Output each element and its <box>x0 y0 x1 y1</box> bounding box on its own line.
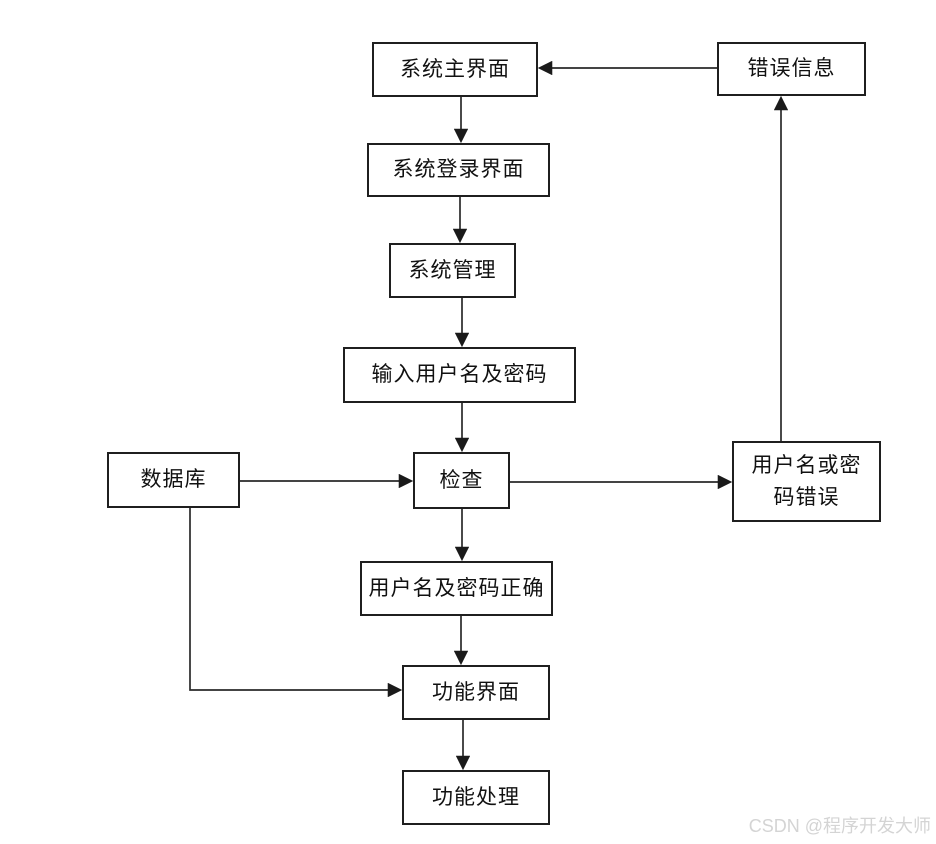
flow-node-db: 数据库 <box>107 452 240 508</box>
flow-node-manage: 系统管理 <box>389 243 516 298</box>
flow-node-label-correct: 用户名及密码正确 <box>368 576 545 600</box>
flow-node-label-login: 系统登录界面 <box>392 158 525 182</box>
watermark: CSDN @程序开发大师 <box>748 816 931 836</box>
flow-node-funcui: 功能界面 <box>402 665 550 720</box>
flow-node-correct: 用户名及密码正确 <box>360 561 553 616</box>
flow-node-label-error: 错误信息 <box>747 57 836 81</box>
flow-node-label-manage: 系统管理 <box>408 258 497 282</box>
flow-node-label-main: 系统主界面 <box>400 57 510 81</box>
flow-node-login: 系统登录界面 <box>367 143 550 197</box>
flow-edge-db-to-funcui <box>189 508 403 698</box>
flow-node-wrong: 用户名或密码错误 <box>732 441 881 522</box>
flow-node-label-wrong: 用户名或密码错误 <box>751 454 862 509</box>
flow-node-label-funcproc: 功能处理 <box>432 785 520 809</box>
flow-node-main: 系统主界面 <box>372 42 538 97</box>
flow-node-check: 检查 <box>413 452 510 509</box>
flow-node-label-funcui: 功能界面 <box>432 680 520 704</box>
flow-node-label-input: 输入用户名及密码 <box>371 363 548 387</box>
flow-node-input: 输入用户名及密码 <box>343 347 576 403</box>
flow-node-label-db: 数据库 <box>140 468 207 492</box>
flow-node-error: 错误信息 <box>717 42 866 96</box>
flow-node-funcproc: 功能处理 <box>402 770 550 825</box>
flow-node-label-check: 检查 <box>439 468 484 492</box>
